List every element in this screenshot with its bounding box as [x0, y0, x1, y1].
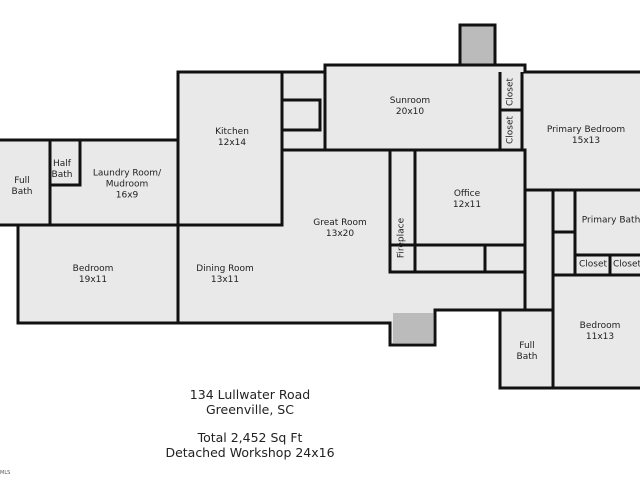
room-label-half-bath: Half Bath: [51, 159, 73, 180]
floor-fill: [0, 25, 640, 388]
room-label-closet-2: Closet: [505, 115, 516, 145]
watermark: MLS: [0, 470, 11, 476]
workshop-info: Detached Workshop 24x16: [165, 445, 335, 460]
room-label-closet-1: Closet: [505, 77, 516, 107]
room-label-primary-bath: Primary Bath: [581, 215, 640, 226]
area-block: Total 2,452 Sq Ft Detached Workshop 24x1…: [150, 430, 350, 460]
address-line-2: Greenville, SC: [206, 402, 294, 417]
address-line-1: 134 Lullwater Road: [189, 387, 311, 402]
room-label-fireplace: Fireplace: [396, 217, 407, 259]
total-area: Total 2,452 Sq Ft: [197, 430, 303, 445]
walls: [0, 23, 640, 390]
address-block: 134 Lullwater Road Greenville, SC: [150, 387, 350, 417]
room-label-full-bath-left: Full Bath: [11, 176, 33, 197]
room-label-closet-3: Closet: [578, 259, 608, 270]
room-label-closet-4: Closet: [612, 259, 640, 270]
room-label-full-bath-right: Full Bath: [516, 341, 538, 362]
